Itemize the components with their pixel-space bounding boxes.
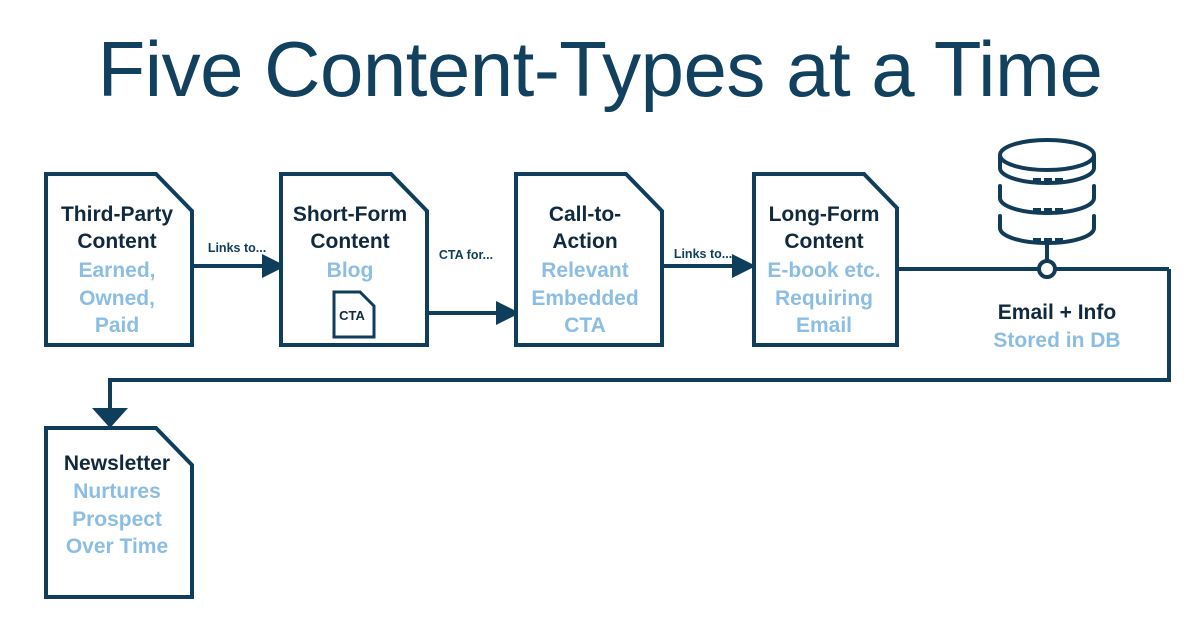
- database-layer-dots-1: [1033, 178, 1063, 182]
- edge-label-cta-for: CTA for...: [439, 248, 493, 262]
- database-title: Email + Info: [998, 301, 1116, 324]
- node-database[interactable]: Email + Info Stored in DB: [993, 138, 1121, 352]
- node-subtitle-line-2: Prospect: [72, 508, 162, 531]
- document-shape: [514, 172, 664, 347]
- document-shape: [44, 426, 194, 599]
- node-call-to-action[interactable]: Call-to- Action Relevant Embedded CTA: [514, 172, 664, 347]
- node-subtitle-line-3: CTA: [564, 314, 606, 337]
- node-title-line-1: Call-to-: [549, 203, 621, 226]
- document-shape: [44, 172, 194, 347]
- node-title-line-2: Content: [77, 230, 156, 253]
- database-junction-node: [1037, 259, 1057, 279]
- node-subtitle-line-1: Relevant: [541, 259, 629, 282]
- database-layer-dots-2: [1033, 208, 1063, 212]
- database-icon: [998, 138, 1096, 262]
- node-title-line-1: Newsletter: [64, 452, 170, 475]
- database-subtitle: Stored in DB: [993, 329, 1120, 352]
- node-subtitle-line-1: Nurtures: [73, 480, 161, 503]
- node-title-line-1: Long-Form: [769, 203, 880, 226]
- node-newsletter[interactable]: Newsletter Nurtures Prospect Over Time: [44, 426, 194, 599]
- document-shape: [279, 172, 429, 347]
- node-short-form-content[interactable]: Short-Form Content Blog CTA: [279, 172, 429, 347]
- node-subtitle-line-2: Owned,: [79, 287, 155, 310]
- node-subtitle-line-3: Email: [796, 314, 852, 337]
- node-subtitle-line-1: Blog: [327, 259, 374, 282]
- node-title-line-2: Content: [784, 230, 863, 253]
- node-title-line-2: Action: [552, 230, 617, 253]
- cta-badge-label: CTA: [339, 308, 365, 323]
- node-title-line-2: Content: [310, 230, 389, 253]
- node-subtitle-line-3: Over Time: [66, 535, 168, 558]
- edge-database-to-newsletter: [92, 269, 1171, 428]
- edge-label-links-to-2: Links to...: [674, 247, 732, 261]
- node-subtitle-line-1: E-book etc.: [767, 259, 880, 282]
- node-third-party-content[interactable]: Third-Party Content Earned, Owned, Paid: [44, 172, 194, 347]
- page-title: Five Content-Types at a Time: [98, 25, 1103, 113]
- edge-third-to-short: Links to...: [191, 241, 286, 278]
- node-title-line-1: Short-Form: [293, 203, 407, 226]
- cta-badge[interactable]: CTA: [332, 290, 376, 339]
- node-subtitle-line-2: Requiring: [775, 287, 873, 310]
- edge-label-links-to-1: Links to...: [208, 241, 266, 255]
- document-shape: [752, 172, 899, 347]
- database-layer-dots-3: [1033, 238, 1063, 242]
- node-subtitle-line-2: Embedded: [531, 287, 638, 310]
- node-long-form-content[interactable]: Long-Form Content E-book etc. Requiring …: [752, 172, 899, 347]
- node-title-line-1: Third-Party: [61, 203, 173, 226]
- node-subtitle-line-1: Earned,: [78, 259, 155, 282]
- node-subtitle-line-3: Paid: [95, 314, 139, 337]
- edge-call-to-long: Links to...: [658, 247, 756, 278]
- cta-document-shape: [332, 290, 376, 339]
